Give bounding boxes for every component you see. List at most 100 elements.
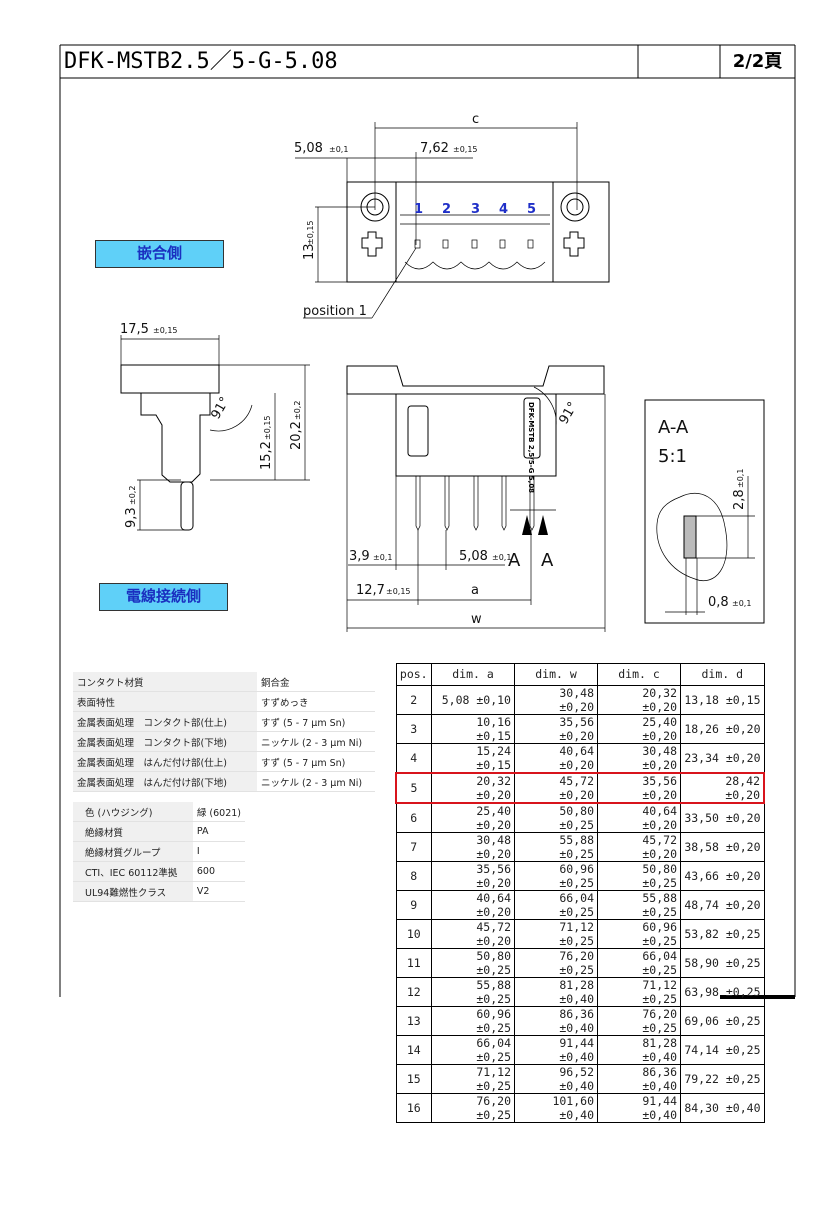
dim-cell: 74,14 ±0,25 xyxy=(680,1034,765,1065)
tolerance: ±0,1 xyxy=(736,469,745,488)
section-mark-a: A xyxy=(541,550,554,571)
section-title: A-A xyxy=(658,417,689,438)
property-name: 色 (ハウジング) xyxy=(73,802,193,822)
pos-cell: 10 xyxy=(395,918,432,949)
top-view: c 5,08 ±0,1 7,62 ±0,15 13 ±0,15 position… xyxy=(294,112,610,319)
column-header: dim. d xyxy=(680,663,765,686)
table-row: コンタクト材質銅合金 xyxy=(73,672,375,692)
dim-cell: 50,80 ±0,25 xyxy=(514,802,598,833)
property-value: 緑 (6021) xyxy=(192,802,245,822)
dim-cell: 38,58 ±0,20 xyxy=(680,831,765,862)
pos-cell: 11 xyxy=(395,947,432,978)
dim-cell: 40,64 ±0,20 xyxy=(597,802,681,833)
dim-cell: 66,04 ±0,25 xyxy=(597,947,681,978)
property-name: 表面特性 xyxy=(73,691,257,712)
tolerance: ±0,15 xyxy=(306,220,315,245)
property-name: UL94難燃性クラス xyxy=(73,881,193,902)
dim-cell: 81,28 ±0,40 xyxy=(514,976,598,1007)
pin-number: 4 xyxy=(499,202,508,217)
dim-cell: 5,08 ±0,10 xyxy=(431,684,515,715)
property-value: V2 xyxy=(192,881,245,902)
materials-table: コンタクト材質銅合金 表面特性すずめっき 金属表面処理 コンタクト部(仕上)すず… xyxy=(73,672,375,792)
dim-0-8: 0,8 xyxy=(708,595,729,610)
dim-cell: 55,88 ±0,25 xyxy=(431,976,515,1007)
pos-cell: 8 xyxy=(395,860,432,891)
tolerance: ±0,1 xyxy=(492,553,511,562)
tolerance: ±0,1 xyxy=(373,553,392,562)
table-row: 金属表面処理 コンタクト部(下地)ニッケル (2 - 3 µm Ni) xyxy=(73,731,375,752)
dim-15-2: 15,2 xyxy=(259,441,274,470)
property-name: 金属表面処理 コンタクト部(仕上) xyxy=(73,711,257,732)
housing-marking: DFK-MSTB 2,5/5-G 5,08 xyxy=(527,402,535,493)
pos-cell: 6 xyxy=(395,802,432,833)
column-header: pos. xyxy=(395,663,432,686)
column-header: dim. a xyxy=(431,663,515,686)
dim-cell: 79,22 ±0,25 xyxy=(680,1063,765,1094)
pos-cell: 12 xyxy=(395,976,432,1007)
tolerance: ±0,15 xyxy=(453,145,478,154)
pos-cell: 15 xyxy=(395,1063,432,1094)
dim-cell: 18,26 ±0,20 xyxy=(680,713,765,744)
dim-cell: 76,20 ±0,25 xyxy=(597,1005,681,1036)
position-1-label: position 1 xyxy=(303,304,367,319)
dim-cell: 69,06 ±0,25 xyxy=(680,1005,765,1036)
dim-cell: 86,36 ±0,40 xyxy=(597,1063,681,1094)
dim-cell: 101,60 ±0,40 xyxy=(514,1092,598,1123)
dim-cell: 13,18 ±0,15 xyxy=(680,684,765,715)
table-row: 金属表面処理 はんだ付け部(仕上)すず (5 - 7 µm Sn) xyxy=(73,751,375,772)
dim-cell: 71,12 ±0,25 xyxy=(597,976,681,1007)
dim-cell: 43,66 ±0,20 xyxy=(680,860,765,891)
dim-cell: 76,20 ±0,25 xyxy=(514,947,598,978)
dim-cell: 60,96 ±0,25 xyxy=(431,1005,515,1036)
dim-5-08: 5,08 xyxy=(459,549,488,564)
tolerance: ±0,15 xyxy=(153,326,178,335)
dim-cell: 25,40 ±0,20 xyxy=(431,802,515,833)
dim-cell: 58,90 ±0,25 xyxy=(680,947,765,978)
dim-12-7: 12,7 xyxy=(356,583,385,598)
dim-5-08: 5,08 xyxy=(294,141,323,156)
dim-cell: 10,16 ±0,15 xyxy=(431,713,515,744)
property-name: 絶縁材質 xyxy=(73,821,193,842)
dim-cell: 60,96 ±0,25 xyxy=(597,918,681,949)
wire-side-label: 電線接続側 xyxy=(99,583,228,611)
dim-cell: 30,48 ±0,20 xyxy=(431,831,515,862)
dim-cell: 71,12 ±0,25 xyxy=(514,918,598,949)
property-name: 絶縁材質グループ xyxy=(73,841,193,862)
dim-cell: 86,36 ±0,40 xyxy=(514,1005,598,1036)
property-name: 金属表面処理 コンタクト部(下地) xyxy=(73,731,257,752)
tolerance: ±0,2 xyxy=(128,486,137,505)
pos-cell: 3 xyxy=(395,713,432,744)
pin-number: 1 xyxy=(414,202,423,217)
dim-cell: 30,48 ±0,20 xyxy=(514,684,598,715)
pin-number: 5 xyxy=(527,202,536,217)
dim-cell: 53,82 ±0,25 xyxy=(680,918,765,949)
dim-cell: 35,56 ±0,20 xyxy=(597,771,681,804)
tolerance: ±0,15 xyxy=(263,415,272,440)
section-a-a: A-A 5:1 2,8 ±0,1 0,8 ±0,1 xyxy=(644,399,765,624)
tolerance: ±0,2 xyxy=(293,401,302,420)
property-value: 600 xyxy=(192,861,245,882)
dim-cell: 20,32 ±0,20 xyxy=(431,771,515,804)
pos-cell: 14 xyxy=(395,1034,432,1065)
dim-13: 13 xyxy=(302,243,317,260)
dim-3-9: 3,9 xyxy=(349,549,370,564)
section-scale: 5:1 xyxy=(658,446,687,467)
property-value: すず (5 - 7 µm Sn) xyxy=(257,711,375,732)
dim-9-3: 9,3 xyxy=(124,507,139,528)
dim-cell: 66,04 ±0,25 xyxy=(431,1034,515,1065)
